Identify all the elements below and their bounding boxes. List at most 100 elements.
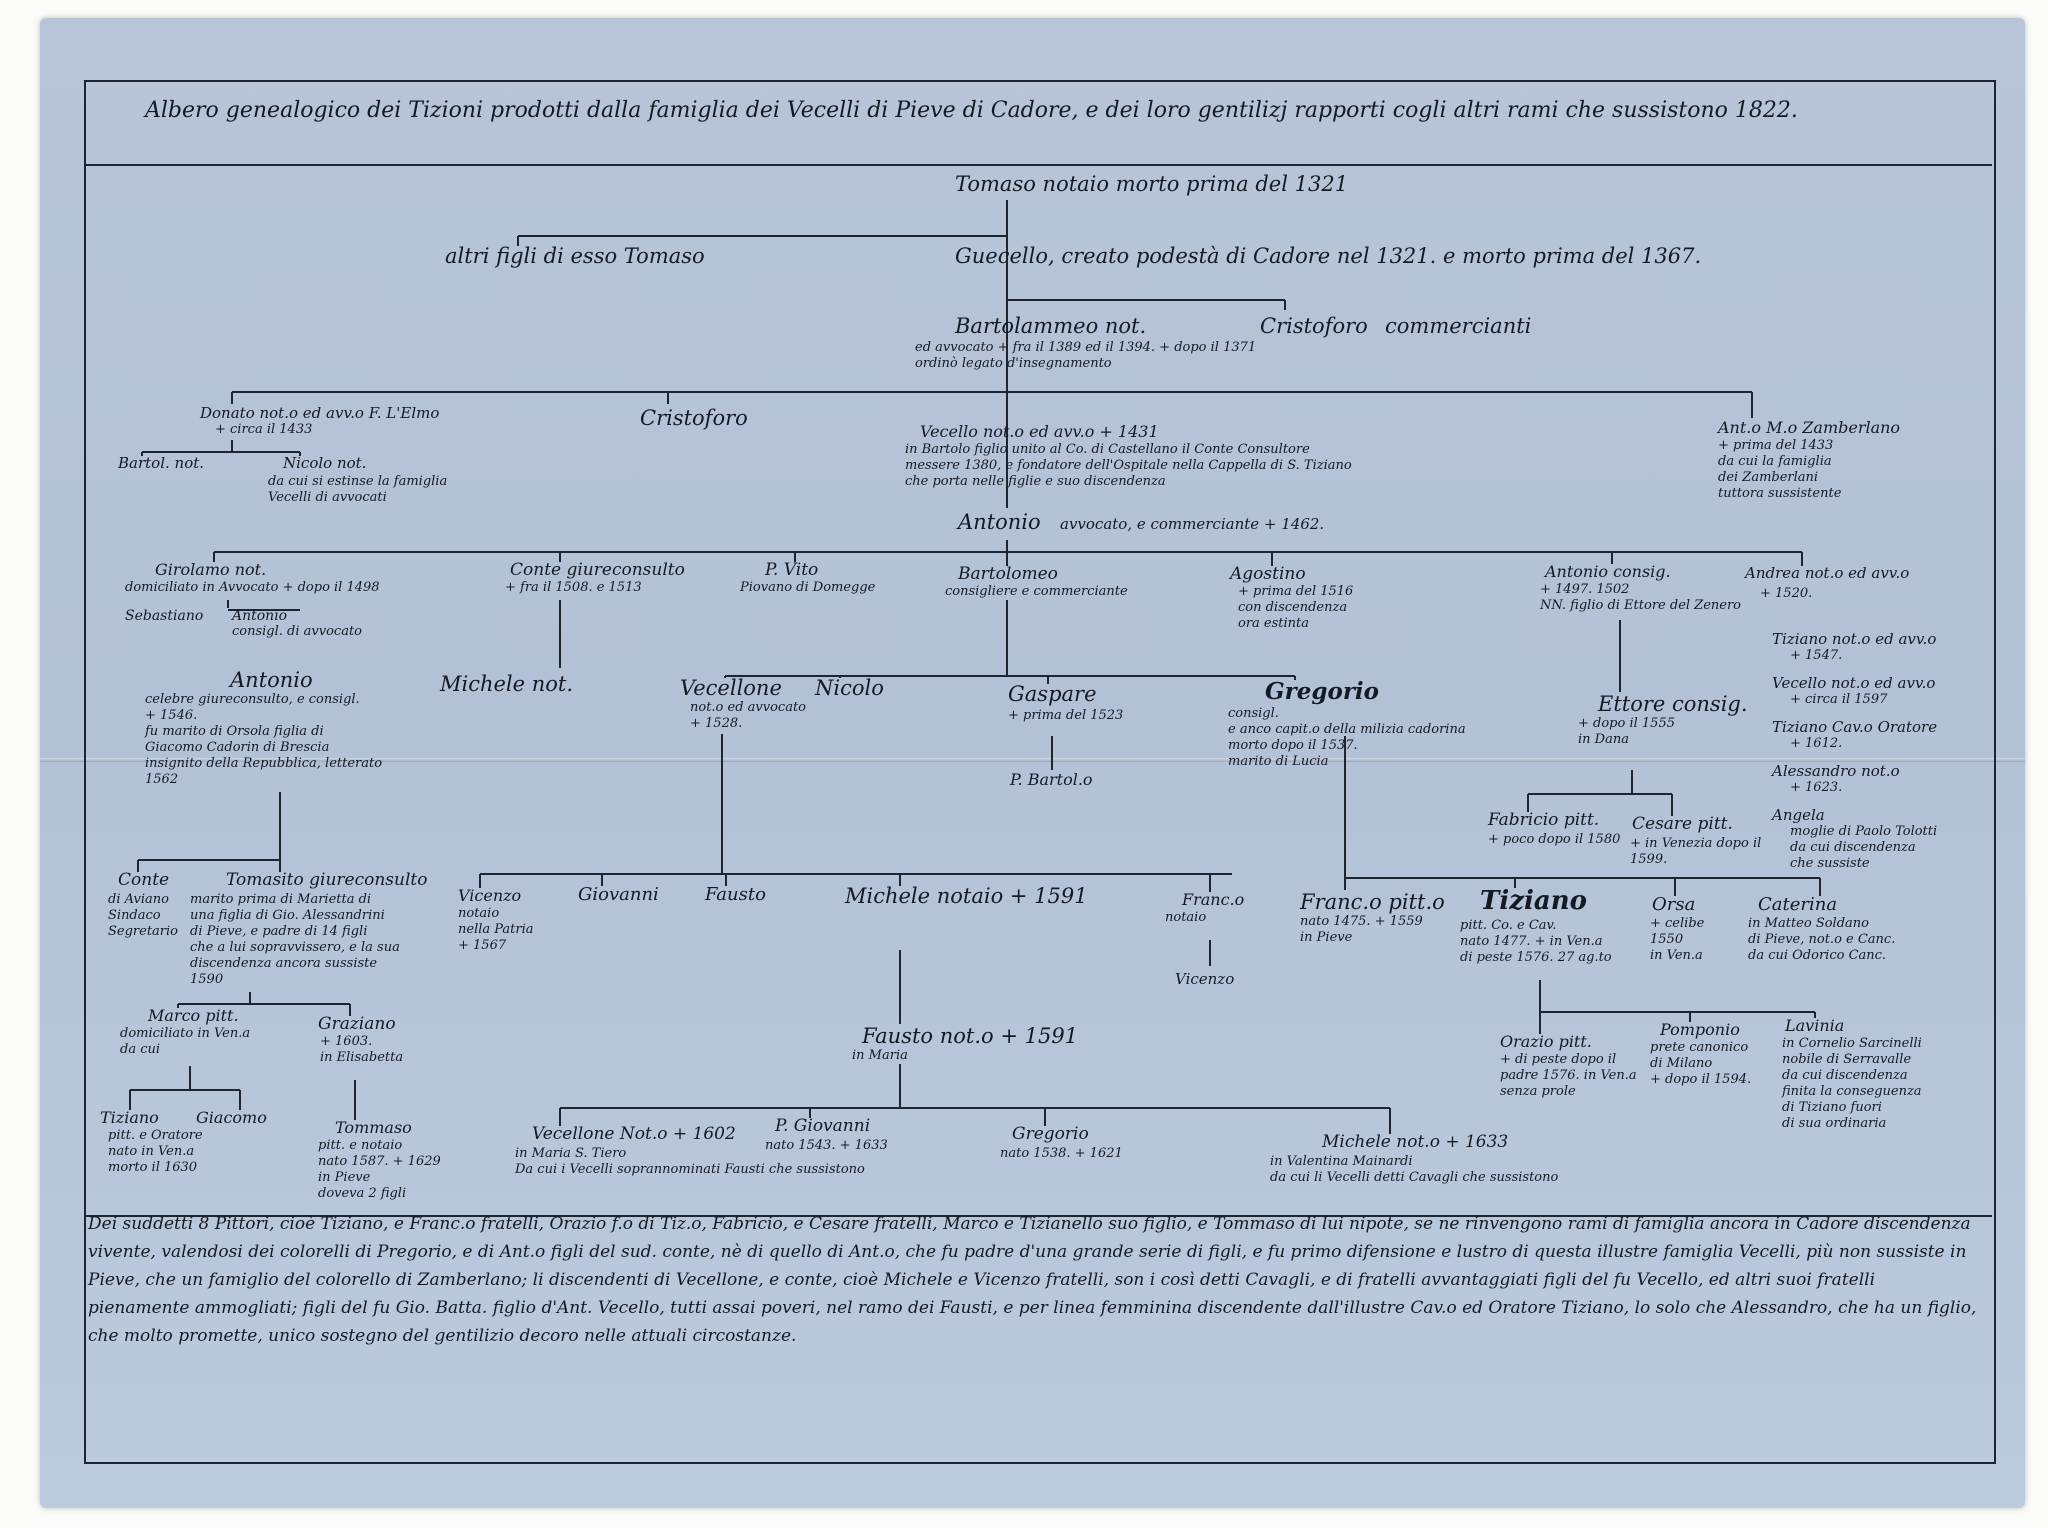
person-giovanni: Giovanni bbox=[578, 884, 659, 905]
person-andrea: Andrea not.o ed avv.o bbox=[1745, 564, 1910, 582]
note-agostino: + prima del 1516 con discendenza ora est… bbox=[1238, 584, 1354, 631]
manuscript-sheet bbox=[40, 18, 2025, 1508]
note-fausto-not: in Maria bbox=[852, 1048, 908, 1063]
paper-fold bbox=[40, 758, 2025, 762]
note-nicolo-not: da cui si estinse la famiglia Vecelli di… bbox=[268, 474, 448, 505]
person-guecello: Guecello, creato podestà di Cadore nel 1… bbox=[955, 244, 1702, 268]
note-alessandro: + 1623. bbox=[1790, 780, 1843, 795]
note-pomponio: prete canonico di Milano + dopo il 1594. bbox=[1650, 1040, 1752, 1087]
person-marco: Marco pitt. bbox=[148, 1006, 239, 1025]
person-cesare: Cesare pitt. bbox=[1632, 814, 1733, 834]
note-cristoforo-comm: commercianti bbox=[1385, 314, 1532, 338]
person-cristoforo-comm: Cristoforo bbox=[1260, 314, 1368, 338]
person-franc-pitt: Franc.o pitt.o bbox=[1300, 890, 1445, 914]
note-antonio-cons2: + 1497. 1502 NN. figlio di Ettore del Ze… bbox=[1540, 582, 1742, 613]
note-franc-pitt: nato 1475. + 1559 in Pieve bbox=[1300, 914, 1423, 945]
note-franc-notaio: notaio bbox=[1165, 910, 1207, 925]
note-tiziano-a: + 1547. bbox=[1790, 648, 1843, 663]
person-caterina: Caterina bbox=[1758, 894, 1838, 915]
person-orsa: Orsa bbox=[1652, 894, 1696, 915]
person-vicenzo: Vicenzo bbox=[458, 886, 522, 905]
note-gaspare: + prima del 1523 bbox=[1008, 708, 1124, 723]
person-ettore: Ettore consig. bbox=[1598, 692, 1748, 716]
note-antonio-giur: celebre giureconsulto, e consigl. + 1546… bbox=[145, 692, 383, 787]
note-fabricio: + poco dopo il 1580 bbox=[1488, 832, 1621, 847]
person-tiziano: Tiziano bbox=[1480, 886, 1587, 916]
person-tommaso: Tommaso bbox=[335, 1118, 412, 1137]
note-vecellone2: in Maria S. Tiero Da cui i Vecelli sopra… bbox=[515, 1146, 865, 1177]
person-michele-not: Michele not. bbox=[440, 672, 574, 696]
person-vecello: Vecello not.o ed avv.o + 1431 bbox=[920, 422, 1159, 441]
note-vecello: in Bartolo figlio unito al Co. di Castel… bbox=[905, 442, 1352, 489]
person-cristoforo2: Cristoforo bbox=[640, 406, 748, 430]
note-orazio: + di peste dopo il padre 1576. in Ven.a … bbox=[1500, 1052, 1637, 1099]
note-graziano: + 1603. in Elisabetta bbox=[320, 1034, 404, 1065]
person-gaspare: Gaspare bbox=[1008, 682, 1097, 706]
person-tiziano-b: Tiziano Cav.o Oratore bbox=[1772, 718, 1938, 736]
person-vecellone: Vecellone bbox=[680, 676, 782, 700]
person-girolamo: Girolamo not. bbox=[155, 560, 267, 579]
note-vicenzo: notaio nella Patria + 1567 bbox=[458, 906, 534, 953]
person-gregorio2: Gregorio bbox=[1012, 1124, 1089, 1144]
note-ettore: + dopo il 1555 in Dana bbox=[1578, 716, 1675, 747]
person-tiziano-g: Tiziano bbox=[100, 1108, 159, 1127]
person-alessandro: Alessandro not.o bbox=[1772, 762, 1900, 780]
person-antonio-avv: Antonio bbox=[958, 510, 1041, 534]
person-bartolommeo: Bartolammeo not. bbox=[955, 314, 1147, 338]
person-sebastiano: Sebastiano bbox=[125, 608, 204, 624]
diagram-title: Albero genealogico dei Tizioni prodotti … bbox=[145, 98, 1798, 123]
person-gregorio: Gregorio bbox=[1265, 678, 1380, 705]
note-tiziano-g: pitt. e Oratore nato in Ven.a morto il 1… bbox=[108, 1128, 203, 1175]
person-giovanni2: P. Giovanni bbox=[775, 1116, 871, 1136]
person-lavinia: Lavinia bbox=[1785, 1016, 1845, 1035]
person-antonio-giur: Antonio bbox=[230, 668, 313, 692]
person-giacomo: Giacomo bbox=[196, 1108, 267, 1127]
person-michele-notaio: Michele notaio + 1591 bbox=[845, 884, 1088, 908]
person-antonio-cons2: Antonio consig. bbox=[1545, 562, 1671, 581]
person-michele2: Michele not.o + 1633 bbox=[1322, 1132, 1509, 1152]
person-angela: Angela bbox=[1772, 806, 1825, 824]
person-bartolomeo2: Bartolomeo bbox=[958, 564, 1058, 584]
person-tiziano-a: Tiziano not.o ed avv.o bbox=[1772, 630, 1937, 648]
person-nicolo-not: Nicolo not. bbox=[283, 454, 367, 472]
note-antonio-zamb: + prima del 1433 da cui la famiglia dei … bbox=[1718, 438, 1842, 501]
person-vecello-a: Vecello not.o ed avv.o bbox=[1772, 674, 1936, 692]
footnote-text: Dei suddetti 8 Pittori, cioè Tiziano, e … bbox=[88, 1214, 1977, 1346]
note-bartolomeo2: consigliere e commerciante bbox=[945, 584, 1128, 599]
person-tomaso: Tomaso notaio morto prima del 1321 bbox=[955, 172, 1349, 196]
note-michele2: in Valentina Mainardi da cui li Vecelli … bbox=[1270, 1154, 1559, 1185]
note-gregorio2: nato 1538. + 1621 bbox=[1000, 1146, 1123, 1161]
person-fabricio: Fabricio pitt. bbox=[1488, 810, 1600, 830]
note-andrea: + 1520. bbox=[1760, 586, 1813, 601]
note-girolamo: domiciliato in Avvocato + dopo il 1498 bbox=[125, 580, 380, 595]
person-tomaso-giur: Tomasito giureconsulto bbox=[226, 870, 428, 890]
person-conte: Conte giureconsulto bbox=[510, 560, 685, 580]
note-antonio-avv: avvocato, e commerciante + 1462. bbox=[1060, 515, 1325, 533]
title-rule bbox=[84, 164, 1992, 166]
note-tommaso: pitt. e notaio nato 1587. + 1629 in Piev… bbox=[318, 1138, 441, 1201]
person-orazio: Orazio pitt. bbox=[1500, 1032, 1592, 1051]
person-franc-notaio: Franc.o bbox=[1182, 890, 1245, 909]
person-conte2: Conte bbox=[118, 870, 170, 890]
note-bartolommeo: ed avvocato + fra il 1389 ed il 1394. + … bbox=[915, 340, 1257, 371]
person-altri-figli: altri figli di esso Tomaso bbox=[445, 244, 705, 268]
person-pomponio: Pomponio bbox=[1660, 1020, 1740, 1039]
note-gregorio: consigl. e anco capit.o della milizia ca… bbox=[1228, 706, 1466, 769]
person-graziano: Graziano bbox=[318, 1014, 396, 1034]
note-giovanni2: nato 1543. + 1633 bbox=[765, 1138, 888, 1153]
person-p-bartol: P. Bartol.o bbox=[1010, 770, 1093, 789]
note-antonio-cons: consigl. di avvocato bbox=[232, 624, 363, 639]
note-tiziano-b: + 1612. bbox=[1790, 736, 1843, 751]
person-antonio-cons: Antonio bbox=[232, 608, 288, 624]
footnote-rule bbox=[84, 1215, 1992, 1217]
person-vito: P. Vito bbox=[765, 560, 819, 580]
note-vito: Piovano di Domegge bbox=[740, 580, 876, 595]
note-angela: moglie di Paolo Tolotti da cui discenden… bbox=[1790, 824, 1938, 871]
person-agostino: Agostino bbox=[1230, 564, 1306, 584]
note-vecello-a: + circa il 1597 bbox=[1790, 692, 1888, 707]
note-marco: domiciliato in Ven.a da cui bbox=[120, 1026, 251, 1057]
note-caterina: in Matteo Soldano di Pieve, not.o e Canc… bbox=[1748, 916, 1896, 963]
note-lavinia: in Cornelio Sarcinelli nobile di Serrava… bbox=[1782, 1036, 1922, 1131]
diagram-frame bbox=[84, 80, 1996, 1464]
